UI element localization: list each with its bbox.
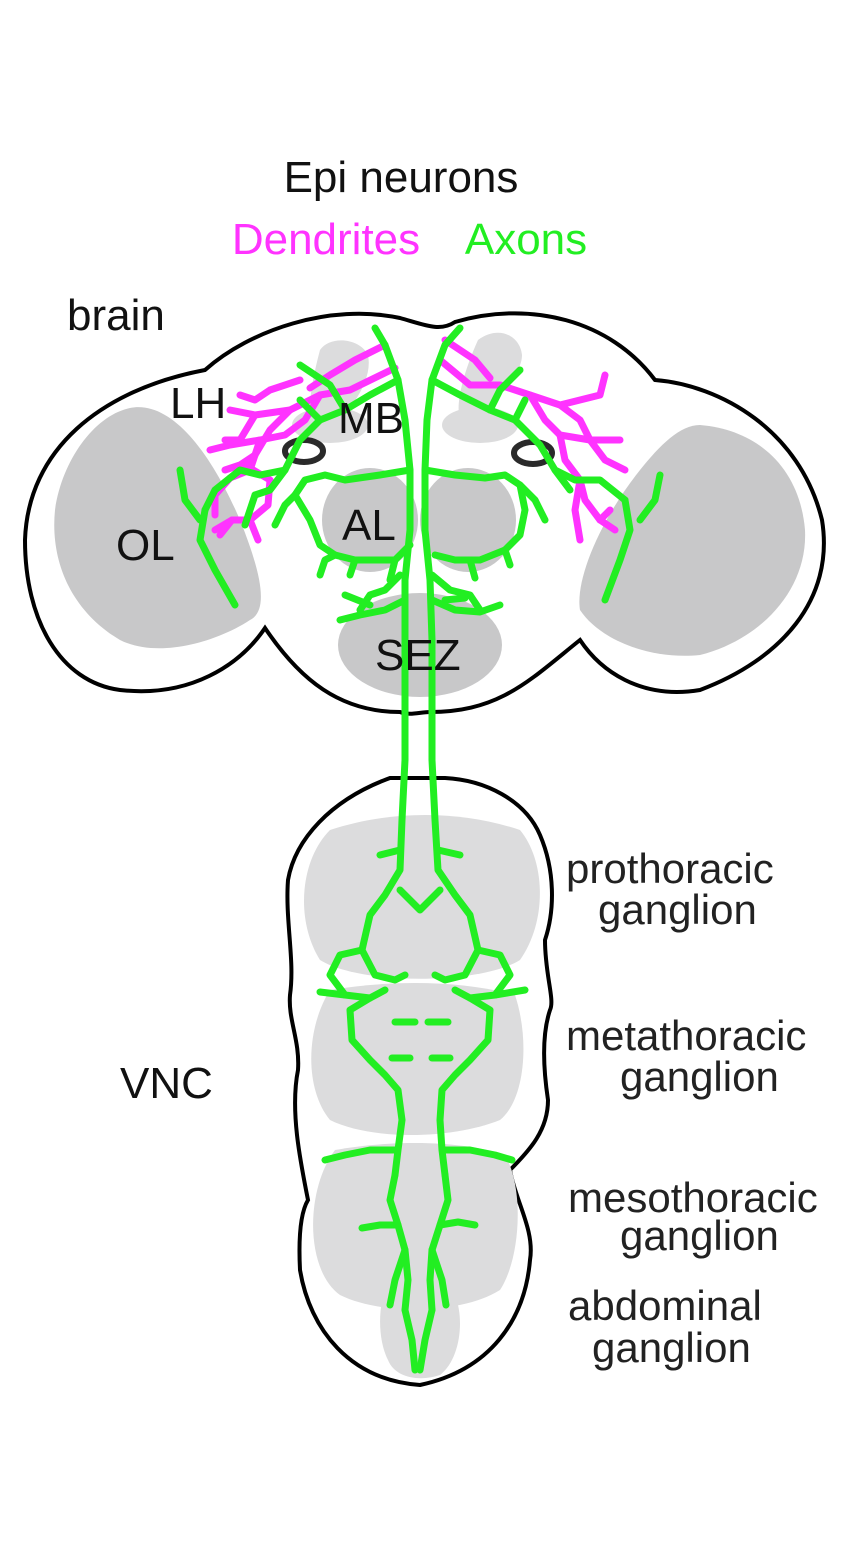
label-metathoracic-2: ganglion [620, 1053, 779, 1100]
label-abdominal-2: ganglion [592, 1324, 751, 1371]
optic-lobe-left [54, 407, 261, 649]
label-vnc: VNC [120, 1059, 213, 1108]
label-mesothoracic-2: ganglion [620, 1212, 779, 1259]
label-al: AL [342, 501, 396, 550]
label-prothoracic-1: prothoracic [566, 845, 774, 892]
sez [338, 593, 502, 697]
dendrites-right [436, 336, 629, 544]
abdominal-ganglion-shape [380, 1283, 460, 1379]
label-metathoracic-1: metathoracic [566, 1012, 806, 1059]
mesothoracic-ganglion-shape [313, 1143, 518, 1310]
optic-lobe-right [579, 425, 806, 656]
label-ol: OL [116, 521, 175, 570]
mb-base-right [442, 407, 518, 443]
antennal-lobe-left [322, 468, 418, 572]
vnc [285, 696, 554, 1388]
title: Epi neurons [284, 153, 519, 202]
label-mesothoracic-1: mesothoracic [568, 1174, 818, 1221]
label-brain: brain [67, 291, 165, 340]
antennal-lobe-right [420, 468, 516, 572]
label-mb: MB [338, 394, 404, 443]
axons-brain [176, 324, 664, 704]
label-sez: SEZ [375, 631, 461, 680]
label-lh: LH [170, 379, 226, 428]
metathoracic-ganglion-shape [311, 983, 524, 1135]
legend-dendrites: Dendrites [232, 215, 420, 264]
brain [22, 311, 826, 716]
label-abdominal-1: abdominal [568, 1282, 762, 1329]
legend-axons: Axons [465, 215, 587, 264]
label-prothoracic-2: ganglion [598, 886, 757, 933]
axons-vnc [316, 696, 529, 1374]
